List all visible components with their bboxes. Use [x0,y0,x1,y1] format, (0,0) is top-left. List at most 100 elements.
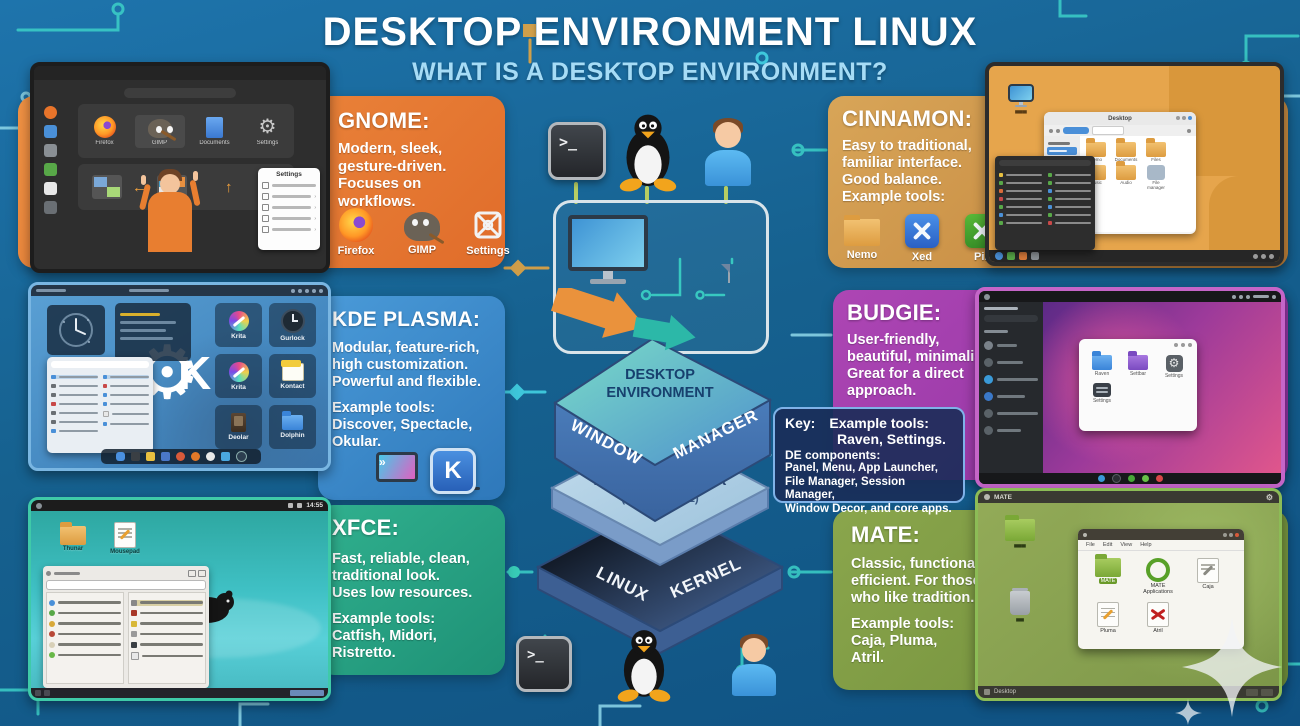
tool-label: GIMP [407,244,437,256]
item-caja: Caja [1190,558,1226,596]
window-buttons [1176,116,1192,120]
finder-titlebar [46,569,206,578]
panel-title: MATE [994,493,1012,501]
terminal-icon: >_ [516,636,572,692]
tool-label: Xed [911,251,933,263]
xfce-taskbar [31,688,328,698]
gnome-shot-app-grid: Firefox GIMP Documents ⚙ Settings [78,104,294,158]
desktop-icon-mousepad: Mousepad [105,522,145,555]
de-components-title: DE components: [785,448,881,462]
folder-grid: Nemo Documents Files Music [1080,136,1196,232]
desktop-icon-trash: ▄▄ [1000,588,1040,622]
item-mate-applications: MATE Applications [1140,558,1176,596]
gnome-heading: GNOME: [338,108,430,133]
budgie-window: Raven Settbar ⚙ Settings Settings [1079,339,1197,431]
monitor-icon [568,215,648,284]
key-box: Key: Example tools: Raven, Settings. DE … [773,407,965,515]
kde-icon-tiles: Krita Gurlock Krita Kontact Deolar Dolph… [215,303,319,449]
folder-item: Nemo [1084,138,1108,163]
budgie-heading: BUDGIE: [847,300,942,325]
kde-shot-panel [31,285,328,296]
file-icon [728,264,730,283]
desktop-icon-thunar: Thunar [53,522,93,552]
desktop-environment-label-2: ENVIRONMENT [606,385,713,401]
folder-item: Files [1144,138,1168,163]
item-settings: ⚙ Settings [1164,355,1184,379]
budgie-shot-panel [979,291,1281,302]
person-illustration [136,162,206,266]
desktop-icon-folder: ▄▄▄ [1000,515,1040,548]
folder-item: Documents [1114,138,1138,163]
menu-button [995,252,1003,260]
budgie-screenshot: Raven Settbar ⚙ Settings Settings [975,287,1285,488]
system-tray [1253,253,1274,259]
tile-clock: Gurlock [269,303,316,347]
mate-taskbar: Desktop [978,686,1279,698]
mate-example-tools: Example tools: Caja, Pluma, Atril. [851,616,955,667]
mousepad-icon [114,522,136,548]
item-settings2: Settings [1089,383,1115,404]
page-title: DESKTOP ENVIRONMENT LINUX [322,10,978,54]
xfce-app-finder [43,566,209,688]
thunar-folder-icon [60,522,86,545]
xfce-shot-panel: 14:55 [31,500,328,511]
cinnamon-screenshot: ▄▄▄ ▄▄ Desktop [985,62,1284,266]
item-settbar: Settbar [1125,351,1151,379]
folder-item: Audio [1114,160,1138,191]
documents-icon [206,116,223,138]
mate-shot-panel: MATE ⚙ [978,491,1279,503]
system-stack-diagram: LINUX KERNEL DISPLAY SERVER (Wayland/X11… [535,337,785,655]
mate-description: Classic, functional, efficient. For thos… [851,556,984,607]
gimp-icon [147,118,172,138]
taskbar-item: Desktop [994,689,1017,695]
gnome-shot-settings-popup: Settings › › › › [258,168,320,250]
user-icon [728,632,780,698]
tile-kontact: Kontact [269,354,316,398]
tool-settings: Settings [462,208,514,257]
tool-nemo: Nemo [836,214,888,263]
gnome-shot-topbar [34,66,326,80]
wallpaper-shape [1209,176,1280,262]
system-info-widget [115,303,191,361]
finder-categories [46,592,124,684]
example-tools-value: Raven, Settings. [837,431,946,447]
gnome-description: Modern, sleek, gesture-driven. Focuses o… [338,140,447,211]
tool-gimp: GIMP [396,208,448,257]
gear-icon: ⚙ [258,116,277,138]
item-raven: Raven [1089,351,1115,379]
gnome-tools: Firefox GIMP Settings [330,208,514,257]
panel-clock: 14:55 [288,502,323,509]
finder-search [46,580,206,590]
desktop-environment-label-1: DESKTOP [625,367,695,383]
settings-lattice-icon [474,211,502,239]
tool-xed: Xed [896,214,948,263]
kde-dock [101,449,261,464]
app-label: Documents [199,139,230,146]
clock-widget [47,305,105,355]
key-label: Key: [785,415,816,431]
app-gimp: GIMP [134,114,185,148]
system-tray [1232,294,1276,299]
xfce-card: XFCE: Fast, reliable, clean, traditional… [318,505,505,675]
window-titlebar: Desktop [1044,112,1196,125]
xfce-heading: XFCE: [332,515,399,540]
computer-icon [1008,84,1034,107]
xfce-example-tools: Example tools: Catfish, Midori, Ristrett… [332,611,437,662]
item-mate: MATE [1090,554,1126,596]
kde-logo-badge: K [430,448,476,494]
xfce-screenshot: 14:55 Thunar Mousepad [28,497,331,701]
xed-icon [905,214,939,248]
desktop-environment-top [553,337,773,467]
firefox-icon [339,208,373,242]
desktop-icon-computer: ▄▄▄ [1001,84,1041,114]
system-tray [291,288,323,293]
app-label: GIMP [151,139,168,146]
tool-label: Firefox [337,245,375,257]
tux-penguin-icon [617,630,671,702]
app-firefox: Firefox [82,116,128,146]
cinnamon-tools: Nemo Xed Piz [836,214,1008,263]
tile-krita: Krita [215,354,262,398]
window-titlebar [1079,339,1197,351]
